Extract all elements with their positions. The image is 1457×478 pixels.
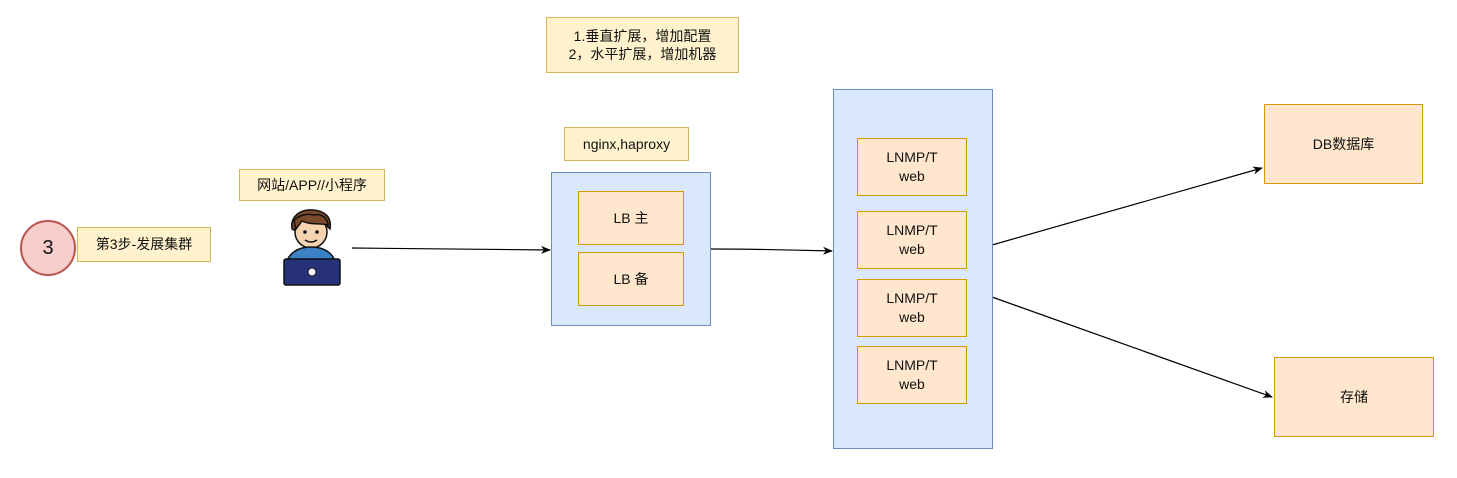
edge-web-to-db [991,166,1263,246]
scaling-note-line1: 1.垂直扩展，增加配置 [573,27,712,44]
web-node[interactable]: LNMP/T web [857,279,967,337]
user-laptop-icon [283,209,341,286]
client-label-text: 网站/APP//小程序 [257,176,367,193]
step-label: 第3步-发展集群 [77,227,211,262]
client-label: 网站/APP//小程序 [239,169,385,201]
step-number: 3 [42,236,54,259]
lb-primary-label: LB 主 [613,209,649,226]
web-node-line2: web [899,241,925,257]
web-node-line2: web [899,168,925,184]
db-node[interactable]: DB数据库 [1264,104,1423,184]
step-number-circle: 3 [20,220,76,276]
web-node[interactable]: LNMP/T web [857,138,967,196]
edge-lb-to-web [710,246,833,255]
web-node-line2: web [899,309,925,325]
lb-software-label: nginx,haproxy [564,127,689,161]
scaling-note-line2: 2，水平扩展，增加机器 [568,46,717,62]
web-node-line1: LNMP/T [886,290,938,307]
web-node-line1: LNMP/T [886,357,938,374]
web-node-line1: LNMP/T [886,222,938,239]
web-node-line1: LNMP/T [886,149,938,166]
lb-backup-label: LB 备 [613,270,649,287]
storage-node[interactable]: 存储 [1274,357,1434,437]
web-node[interactable]: LNMP/T web [857,346,967,404]
web-node[interactable]: LNMP/T web [857,211,967,269]
db-label: DB数据库 [1312,135,1375,152]
scaling-note: 1.垂直扩展，增加配置 2，水平扩展，增加机器 [546,17,739,73]
edge-client-to-lb [351,245,551,254]
lb-backup-node[interactable]: LB 备 [578,252,684,306]
web-node-line2: web [899,376,925,392]
lb-primary-node[interactable]: LB 主 [578,191,684,245]
storage-label: 存储 [1340,388,1368,405]
step-label-text: 第3步-发展集群 [95,236,193,253]
lb-software-label-text: nginx,haproxy [582,135,671,152]
edge-web-to-storage [991,296,1273,398]
